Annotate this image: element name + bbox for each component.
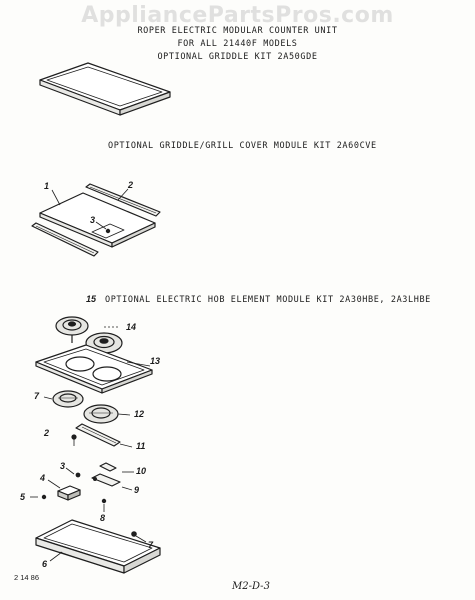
- title-line-3: OPTIONAL GRIDDLE KIT 2A50GDE: [157, 52, 318, 62]
- date-code: 2 14 86: [14, 573, 40, 582]
- title-line-2: FOR ALL 21440F MODELS: [177, 39, 298, 49]
- small-terminal: [99, 462, 117, 472]
- support-bracket: [75, 423, 121, 447]
- screw-left: [71, 434, 77, 440]
- ground-screw: [131, 531, 137, 537]
- callout-5: 5: [20, 492, 26, 502]
- callout-14: 14: [126, 322, 137, 332]
- drip-pan-left: [52, 390, 84, 408]
- callout-9: 9: [134, 485, 140, 495]
- callout-8: 8: [100, 513, 106, 523]
- callout-3-lower: 3: [60, 461, 66, 471]
- callout-1: 1: [44, 181, 50, 191]
- terminal-clip: [91, 473, 121, 487]
- callout-4: 4: [40, 473, 46, 483]
- callout-12: 12: [134, 409, 145, 419]
- callout-15: 15: [86, 294, 97, 304]
- cover-trim-strip-right: [85, 183, 161, 217]
- page-code: M2-D-3: [232, 581, 270, 592]
- section-title-griddle-cover: OPTIONAL GRIDDLE/GRILL COVER MODULE KIT …: [108, 141, 377, 151]
- watermark: AppliancePartsPros.com: [81, 3, 394, 28]
- callout-2-lower: 2: [44, 428, 50, 438]
- cover-module-top-plate: [39, 192, 156, 248]
- section-title-hob-element: OPTIONAL ELECTRIC HOB ELEMENT MODULE KIT…: [105, 295, 431, 305]
- callout-7-upper: 7: [34, 391, 40, 401]
- callout-3: 3: [90, 215, 96, 225]
- switch-screw: [41, 494, 47, 500]
- callout-2: 2: [128, 180, 134, 190]
- callout-11: 11: [136, 441, 146, 451]
- infinite-switch: [57, 485, 81, 501]
- callout-7-lower: 7: [148, 540, 154, 550]
- drip-pan-right: [83, 404, 119, 424]
- cover-trim-strip-front: [31, 222, 99, 257]
- title-line-1: ROPER ELECTRIC MODULAR COUNTER UNIT: [137, 26, 338, 36]
- clip-screw: [101, 498, 107, 504]
- callout-6: 6: [42, 559, 48, 569]
- burner-element-left: [55, 316, 89, 343]
- cooktop-plate: [35, 344, 153, 394]
- callout-10: 10: [136, 466, 147, 476]
- griddle-plate: [39, 62, 171, 116]
- screw-small: [75, 472, 81, 478]
- cover-label-plate: [91, 223, 125, 239]
- burner-box: [35, 519, 161, 574]
- callout-13: 13: [150, 356, 161, 366]
